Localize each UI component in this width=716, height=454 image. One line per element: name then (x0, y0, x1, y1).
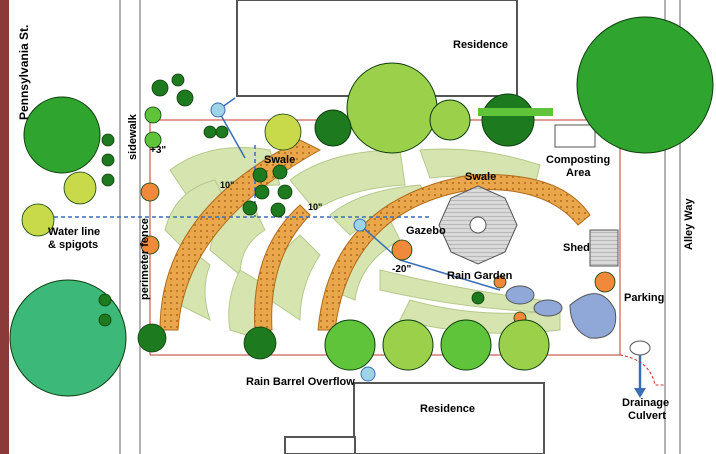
spigot-center (353, 218, 367, 232)
composting-bins (554, 124, 596, 148)
label-grade-minus20: -20" (392, 264, 411, 275)
label-perimeter-fence: perimeter fence (139, 218, 151, 300)
spigot-top (210, 102, 226, 118)
pennsylvania-street (0, 0, 9, 454)
label-shed: Shed (563, 242, 590, 254)
residence-bottom-building (353, 382, 545, 454)
tree-alley (576, 16, 714, 154)
rain-garden-ponds (505, 285, 617, 339)
rain-barrel-overflow-marker (360, 366, 376, 382)
drainage-arrow-head (634, 388, 646, 398)
label-residence-bottom: Residence (420, 403, 475, 415)
label-grade-10a: 10" (220, 180, 234, 190)
tree-top-right (481, 93, 535, 147)
swale-left-arc (159, 139, 322, 331)
drainage-culvert-marker (629, 340, 651, 356)
hedge-top (478, 108, 553, 116)
shed-building (589, 229, 619, 267)
label-drainage-1: Drainage (622, 397, 669, 409)
drainage-route (619, 354, 665, 386)
label-swale-left: Swale (264, 154, 295, 166)
label-gazebo: Gazebo (406, 225, 446, 237)
gazebo-center (469, 216, 487, 234)
residence-bottom-annex (284, 436, 356, 454)
fruit-tree-3 (440, 319, 492, 371)
large-trees (9, 16, 714, 397)
label-water-line-1: Water line (48, 226, 100, 238)
fruit-tree-4 (498, 319, 550, 371)
label-alley: Alley Way (683, 198, 695, 250)
tree-swale (314, 109, 352, 147)
fruit-tree-2 (382, 319, 434, 371)
fruit-tree-1 (324, 319, 376, 371)
label-grade-plus3: +3" (150, 145, 166, 156)
fruit-tree-row (324, 319, 550, 371)
label-swale-center: Swale (465, 171, 496, 183)
label-composting-2: Area (566, 167, 591, 179)
label-composting-1: Composting (546, 154, 610, 166)
shrubs (21, 73, 616, 360)
swale-center-arc (317, 174, 591, 331)
label-water-line-2: & spigots (48, 239, 98, 251)
label-residence-top: Residence (453, 39, 508, 51)
label-sidewalk: sidewalk (127, 113, 139, 160)
label-street: Pennsylvania St. (17, 25, 31, 120)
label-rain-garden: Rain Garden (447, 270, 513, 282)
tree-top-mid (429, 99, 471, 141)
tree-street-bottom (9, 279, 127, 397)
tree-residence (346, 62, 438, 154)
label-parking: Parking (624, 292, 664, 304)
label-drainage-2: Culvert (628, 410, 666, 422)
label-grade-10b: 10" (308, 202, 322, 212)
tree-street-top (23, 96, 101, 174)
label-rain-barrel: Rain Barrel Overflow (246, 376, 355, 388)
swale-inner-arc (254, 204, 311, 331)
